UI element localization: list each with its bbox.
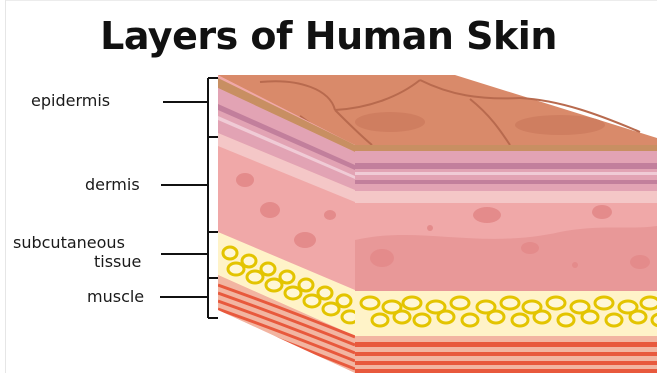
fat-cell: [228, 263, 244, 275]
fat-cell: [547, 297, 565, 309]
fat-cell: [558, 314, 574, 326]
fat-cell: [361, 297, 379, 309]
fat-cell: [299, 279, 313, 291]
fat-cell: [280, 271, 294, 283]
fat-cell: [403, 297, 421, 309]
fat-cell: [462, 314, 478, 326]
fat-cell: [652, 314, 657, 326]
fat-cell: [337, 295, 351, 307]
fat-cell: [247, 271, 263, 283]
fat-cell: [318, 287, 332, 299]
fat-cell: [451, 297, 469, 309]
fat-cell: [595, 297, 613, 309]
fat-cell: [501, 297, 519, 309]
fat-cell: [512, 314, 528, 326]
fat-cell: [488, 311, 504, 323]
fat-cell: [304, 295, 320, 307]
fat-cell: [223, 247, 237, 259]
fat-cell: [266, 279, 282, 291]
skin-front-face: [355, 145, 657, 373]
fat-cell: [261, 263, 275, 275]
label-epidermis: epidermis: [31, 92, 110, 110]
label-subcutaneous-tissue: tissue: [94, 253, 141, 271]
fat-cell: [641, 297, 657, 309]
label-dermis: dermis: [85, 176, 140, 194]
fat-cell: [606, 314, 622, 326]
fat-cell: [414, 314, 430, 326]
fat-cell: [534, 311, 550, 323]
fat-cell: [372, 314, 388, 326]
fat-cell: [438, 311, 454, 323]
fat-cell: [630, 311, 646, 323]
fat-cell: [242, 255, 256, 267]
label-leader-lines: [160, 102, 208, 297]
fat-cell: [323, 303, 339, 315]
fat-cell: [394, 311, 410, 323]
fat-cell: [582, 311, 598, 323]
label-bracket: [208, 78, 218, 318]
fat-cell: [285, 287, 301, 299]
label-subcutaneous: subcutaneous: [13, 234, 125, 252]
label-muscle: muscle: [87, 288, 144, 306]
